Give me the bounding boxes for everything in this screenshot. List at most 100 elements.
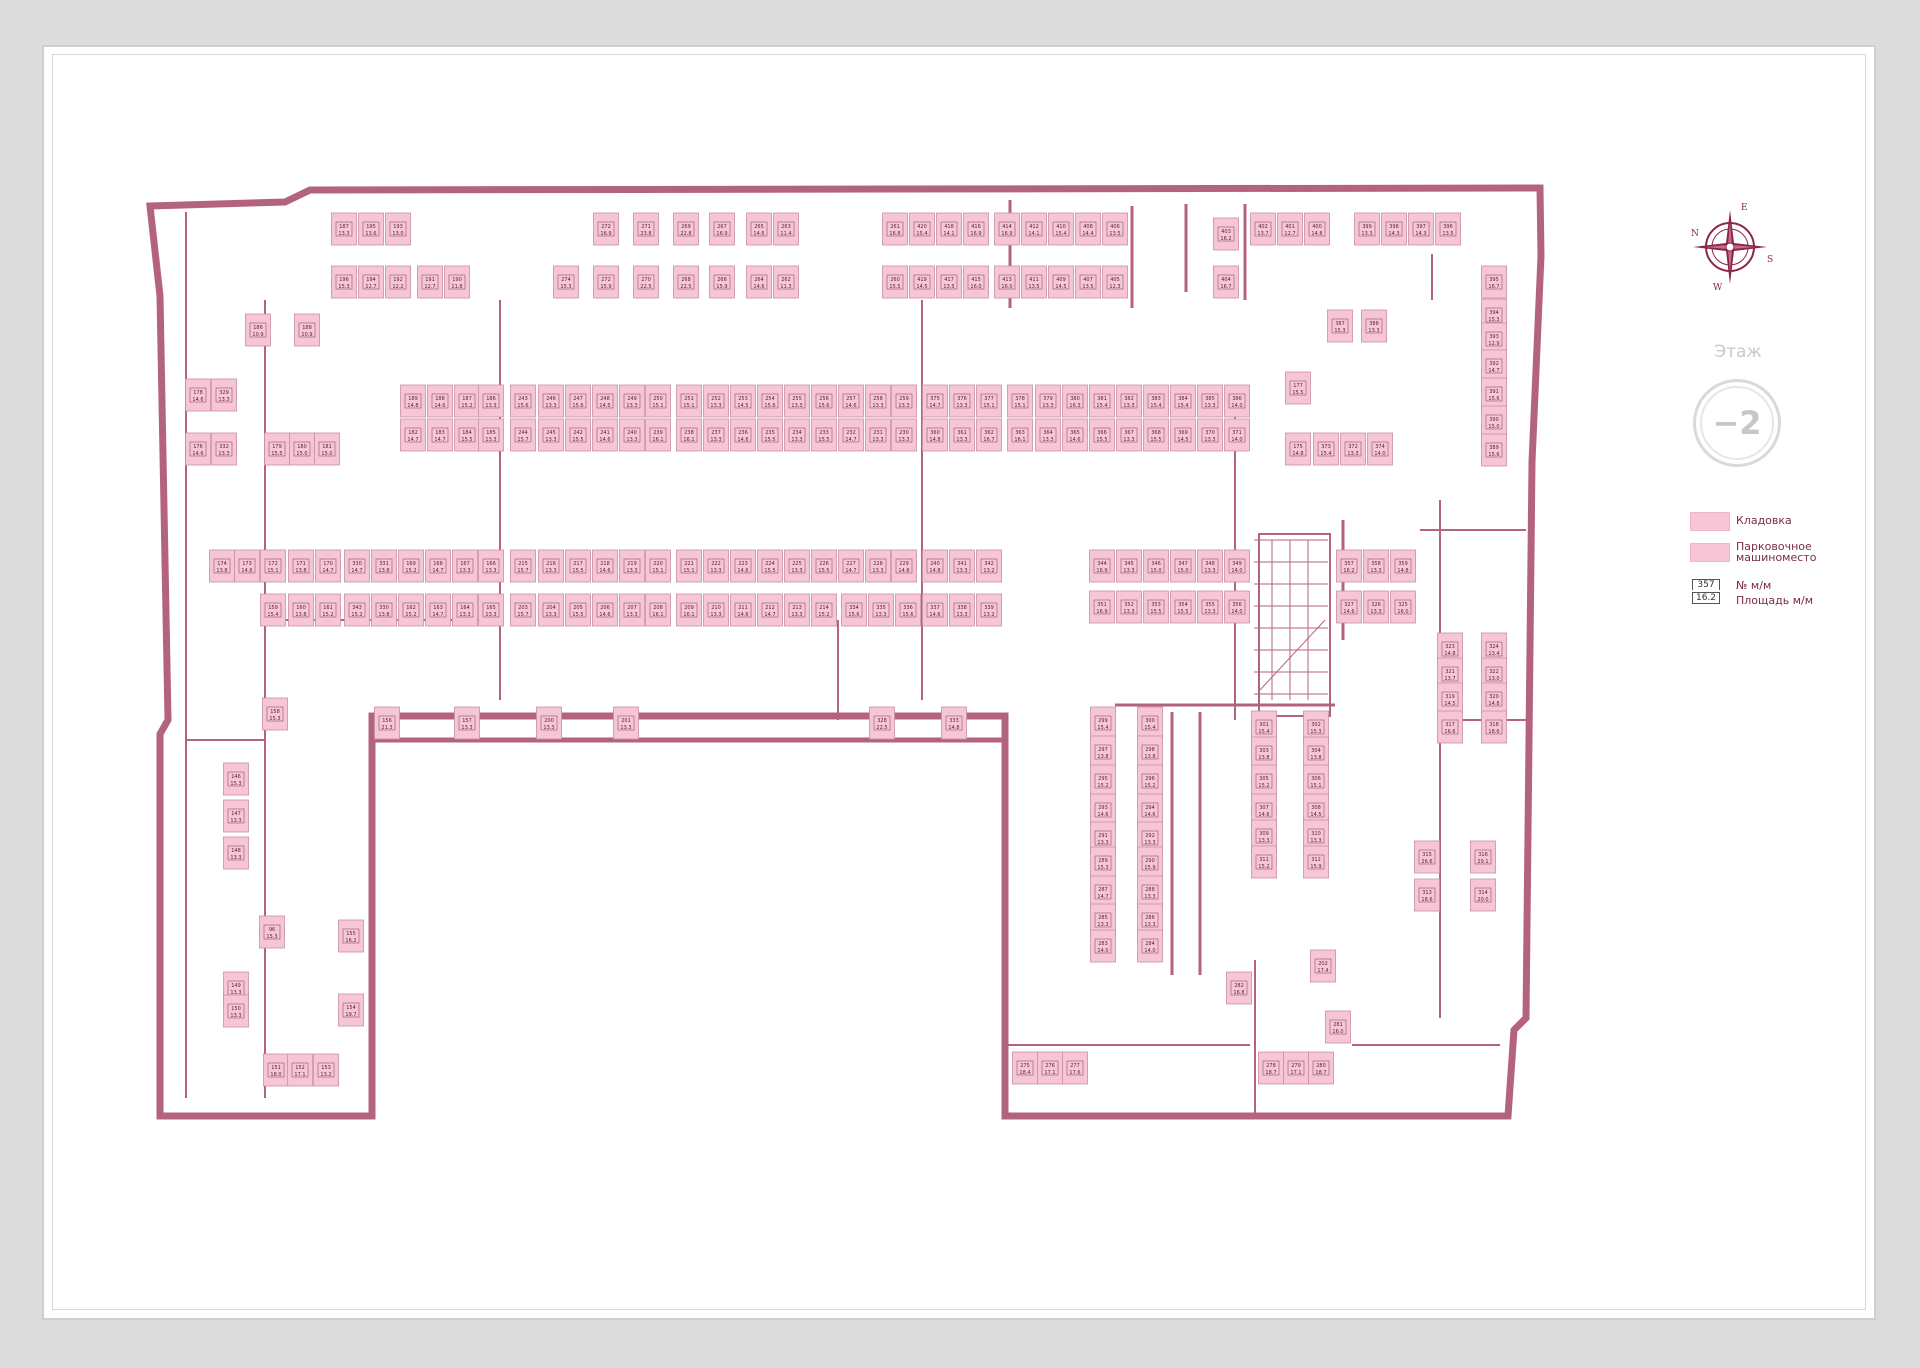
parking-space[interactable]: 15217.1 <box>287 1053 313 1087</box>
parking-space[interactable]: 32613.3 <box>1363 590 1389 624</box>
parking-space[interactable]: 40914.5 <box>1048 265 1074 299</box>
parking-space[interactable]: 15516.2 <box>338 919 364 953</box>
parking-space[interactable]: 28314.0 <box>1090 929 1116 963</box>
parking-space[interactable]: 38715.3 <box>1327 309 1353 343</box>
parking-space[interactable]: 36713.3 <box>1116 418 1142 452</box>
parking-space[interactable]: 19011.8 <box>444 265 470 299</box>
parking-space[interactable]: 27818.7 <box>1258 1051 1284 1085</box>
parking-space[interactable]: 22914.8 <box>891 549 917 583</box>
parking-space[interactable]: 38415.4 <box>1170 384 1196 418</box>
parking-space[interactable]: 22415.5 <box>757 549 783 583</box>
parking-space[interactable]: 39015.0 <box>1481 405 1507 439</box>
parking-space[interactable]: 40814.4 <box>1075 212 1101 246</box>
parking-space[interactable]: 18914.8 <box>400 384 426 418</box>
parking-space[interactable]: 23816.1 <box>676 418 702 452</box>
parking-space[interactable]: 35716.2 <box>1336 549 1362 583</box>
parking-space[interactable]: 32913.3 <box>211 378 237 412</box>
parking-space[interactable]: 23013.3 <box>891 418 917 452</box>
parking-space[interactable]: 31420.0 <box>1470 878 1496 912</box>
parking-space[interactable]: 38915.6 <box>1481 433 1507 467</box>
parking-space[interactable]: 34615.0 <box>1143 549 1169 583</box>
parking-space[interactable]: 31914.5 <box>1437 682 1463 716</box>
parking-space[interactable]: 33013.8 <box>371 593 397 627</box>
parking-space[interactable]: 41316.0 <box>994 265 1020 299</box>
parking-space[interactable]: 33913.2 <box>976 593 1002 627</box>
parking-space[interactable]: 33714.6 <box>922 593 948 627</box>
parking-space[interactable]: 40512.3 <box>1102 265 1128 299</box>
parking-space[interactable]: 37913.3 <box>1035 384 1061 418</box>
parking-space[interactable]: 33615.6 <box>895 593 921 627</box>
parking-space[interactable]: 40613.5 <box>1102 212 1128 246</box>
parking-space[interactable]: 41015.4 <box>1048 212 1074 246</box>
parking-space[interactable]: 15419.7 <box>338 993 364 1027</box>
parking-space[interactable]: 26922.8 <box>673 212 699 246</box>
parking-space[interactable]: 40112.7 <box>1277 212 1303 246</box>
parking-space[interactable]: 22615.5 <box>811 549 837 583</box>
parking-space[interactable]: 22714.7 <box>838 549 864 583</box>
parking-space[interactable]: 16513.3 <box>478 593 504 627</box>
parking-space[interactable]: 36514.6 <box>1062 418 1088 452</box>
parking-space[interactable]: 14615.3 <box>223 762 249 796</box>
parking-space[interactable]: 23614.6 <box>730 418 756 452</box>
parking-space[interactable]: 26716.9 <box>709 212 735 246</box>
parking-space[interactable]: 27415.3 <box>553 265 579 299</box>
parking-space[interactable]: 38016.3 <box>1062 384 1088 418</box>
parking-space[interactable]: 23113.3 <box>865 418 891 452</box>
parking-space[interactable]: 33113.8 <box>371 549 397 583</box>
parking-space[interactable]: 25213.3 <box>703 384 729 418</box>
parking-space[interactable]: 24613.3 <box>538 384 564 418</box>
parking-space[interactable]: 40416.7 <box>1213 265 1239 299</box>
parking-space[interactable]: 16713.3 <box>452 549 478 583</box>
parking-space[interactable]: 17215.1 <box>260 549 286 583</box>
parking-space[interactable]: 16915.2 <box>398 549 424 583</box>
parking-space[interactable]: 21613.3 <box>538 549 564 583</box>
parking-space[interactable]: 26311.4 <box>773 212 799 246</box>
parking-space[interactable]: 37715.1 <box>976 384 1002 418</box>
parking-space[interactable]: 41113.5 <box>1021 265 1047 299</box>
parking-space[interactable]: 28116.0 <box>1325 1010 1351 1044</box>
parking-space[interactable]: 18810.9 <box>294 313 320 347</box>
parking-space[interactable]: 15118.0 <box>263 1053 289 1087</box>
parking-space[interactable]: 38614.0 <box>1224 384 1250 418</box>
parking-space[interactable]: 41516.0 <box>963 265 989 299</box>
parking-space[interactable]: 24415.7 <box>510 418 536 452</box>
parking-space[interactable]: 24114.6 <box>592 418 618 452</box>
parking-space[interactable]: 37213.3 <box>1340 432 1366 466</box>
parking-space[interactable]: 33513.3 <box>868 593 894 627</box>
parking-space[interactable]: 20113.3 <box>613 706 639 740</box>
parking-space[interactable]: 35315.5 <box>1143 590 1169 624</box>
parking-space[interactable]: 27123.8 <box>633 212 659 246</box>
parking-space[interactable]: 32714.6 <box>1336 590 1362 624</box>
parking-space[interactable]: 20614.6 <box>592 593 618 627</box>
parking-space[interactable]: 17715.5 <box>1285 371 1311 405</box>
parking-space[interactable]: 22314.6 <box>730 549 756 583</box>
parking-space[interactable]: 15713.3 <box>454 706 480 740</box>
parking-space[interactable]: 31115.2 <box>1251 845 1277 879</box>
parking-space[interactable]: 25314.5 <box>730 384 756 418</box>
parking-space[interactable]: 42015.4 <box>909 212 935 246</box>
parking-space[interactable]: 15013.3 <box>223 994 249 1028</box>
parking-space[interactable]: 34416.9 <box>1089 549 1115 583</box>
parking-space[interactable]: 24715.6 <box>565 384 591 418</box>
parking-space[interactable]: 18610.9 <box>245 313 271 347</box>
parking-space[interactable]: 35914.8 <box>1390 549 1416 583</box>
parking-space[interactable]: 23916.1 <box>645 418 671 452</box>
parking-space[interactable]: 22213.3 <box>703 549 729 583</box>
parking-space[interactable]: 17915.5 <box>264 432 290 466</box>
parking-space[interactable]: 33314.8 <box>941 706 967 740</box>
parking-space[interactable]: 24513.3 <box>538 418 564 452</box>
parking-space[interactable]: 18214.7 <box>400 418 426 452</box>
parking-space[interactable]: 15621.3 <box>374 706 400 740</box>
parking-space[interactable]: 37815.1 <box>1007 384 1033 418</box>
parking-space[interactable]: 27022.5 <box>633 265 659 299</box>
parking-space[interactable]: 16814.7 <box>425 549 451 583</box>
parking-space[interactable]: 15815.3 <box>262 697 288 731</box>
parking-space[interactable]: 31526.6 <box>1414 840 1440 874</box>
parking-space[interactable]: 34914.0 <box>1224 549 1250 583</box>
parking-space[interactable]: 28813.3 <box>1137 875 1163 909</box>
parking-space[interactable]: 21214.7 <box>757 593 783 627</box>
parking-space[interactable]: 18713.3 <box>331 212 357 246</box>
parking-space[interactable]: 30313.8 <box>1251 736 1277 770</box>
parking-space[interactable]: 21013.3 <box>703 593 729 627</box>
parking-space[interactable]: 28216.8 <box>1226 971 1252 1005</box>
